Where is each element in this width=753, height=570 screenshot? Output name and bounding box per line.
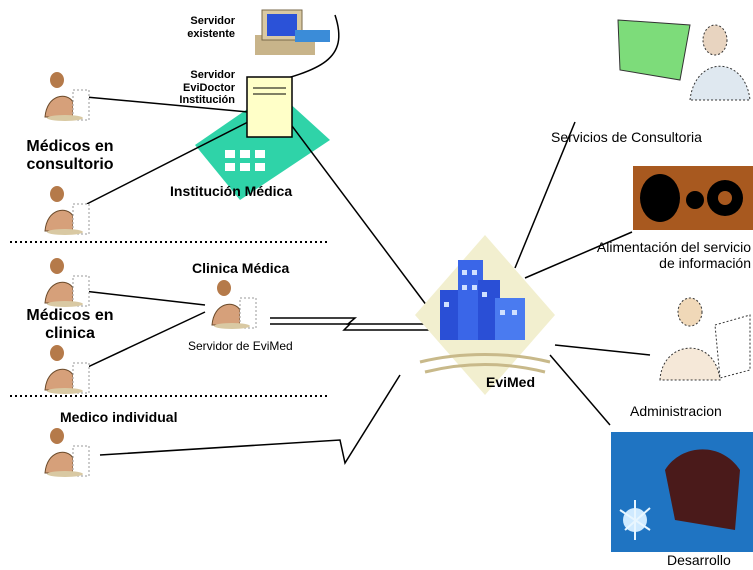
doctor-icon [211, 279, 257, 330]
label-clinica-medica: Clinica Médica [192, 260, 290, 276]
label-medico-individual: Medico individual [60, 409, 178, 425]
hospital-building-icon [195, 90, 330, 200]
label-medicos-clinica: Médicos en clinica [26, 307, 114, 343]
connection-lines [74, 14, 651, 465]
label-servidor-evidoctor: Servidor EviDoctor Institución [179, 69, 235, 107]
reader-icon [659, 297, 751, 381]
doctor-icon [44, 427, 90, 478]
label-evimed: EviMed [486, 374, 536, 390]
label-medicos-consultorio: Médicos en consultorio [26, 138, 114, 174]
evimed-buildings-icon [415, 235, 555, 395]
doctor-icon [44, 257, 90, 308]
doctor-icon [44, 71, 90, 122]
label-desarrollo: Desarrollo [667, 552, 731, 568]
label-servidor-existente: Servidor existente [187, 15, 235, 40]
server-tower-icon [246, 76, 293, 138]
label-alimentacion: Alimentación del servicio de información [596, 239, 751, 272]
welder-icon [611, 432, 753, 552]
doctor-icon [44, 344, 90, 395]
gears-icon [633, 166, 753, 230]
label-consultoria: Servicios de Consultoria [551, 129, 702, 145]
desktop-computer-icon [255, 9, 330, 55]
presenter-icon [617, 19, 751, 101]
doctor-icon [44, 185, 90, 236]
label-servidor-evimed: Servidor de EviMed [188, 339, 293, 353]
label-institucion-medica: Institución Médica [170, 183, 293, 199]
label-administracion: Administracion [630, 403, 722, 419]
